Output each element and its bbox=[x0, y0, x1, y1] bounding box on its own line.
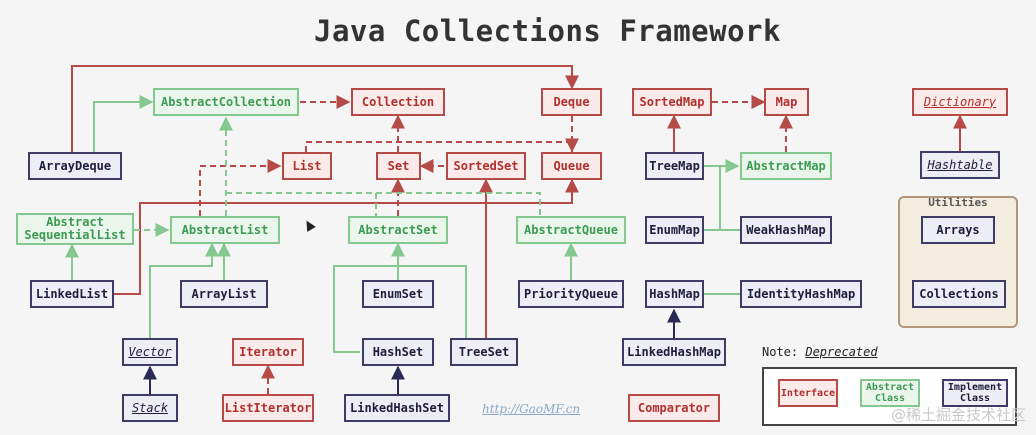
note-deprecated: Deprecated bbox=[805, 345, 878, 359]
utilities-label: Utilities bbox=[928, 196, 988, 209]
node-hashtable: Hashtable bbox=[920, 151, 1000, 179]
edge-arraydeque-abstractcollection bbox=[93, 95, 154, 152]
node-stack: Stack bbox=[122, 394, 178, 422]
node-list-iterator: ListIterator bbox=[222, 394, 314, 422]
node-linked-list: LinkedList bbox=[30, 280, 114, 308]
edge-maps-abstractmap bbox=[704, 166, 740, 295]
node-list: List bbox=[282, 152, 332, 180]
edge-arraydeque-deque bbox=[71, 65, 579, 152]
edge-vector-abstractlist bbox=[149, 242, 219, 338]
node-deque: Deque bbox=[541, 88, 602, 116]
edge-list-queue-collection bbox=[305, 141, 573, 152]
node-comparator: Comparator bbox=[628, 394, 720, 422]
node-array-list: ArrayList bbox=[180, 280, 268, 308]
node-hash-set: HashSet bbox=[362, 338, 434, 366]
node-identity-hash-map: IdentityHashMap bbox=[740, 280, 862, 308]
node-hash-map: HashMap bbox=[645, 280, 704, 308]
node-sorted-map: SortedMap bbox=[632, 88, 712, 116]
node-collection: Collection bbox=[351, 88, 445, 116]
node-vector: Vector bbox=[122, 338, 178, 366]
node-abstract-set: AbstractSet bbox=[348, 216, 448, 244]
node-iterator: Iterator bbox=[232, 338, 304, 366]
node-linked-hash-set: LinkedHashSet bbox=[344, 394, 450, 422]
node-enum-map: EnumMap bbox=[645, 216, 704, 244]
node-abstract-map: AbstractMap bbox=[740, 152, 832, 180]
node-weak-hash-map: WeakHashMap bbox=[740, 216, 832, 244]
node-map: Map bbox=[764, 88, 809, 116]
node-enum-set: EnumSet bbox=[362, 280, 434, 308]
node-sorted-set: SortedSet bbox=[446, 152, 526, 180]
node-abstract-queue: AbstractQueue bbox=[516, 216, 626, 244]
edge-abstractset-queue-abstractcollection bbox=[226, 192, 541, 216]
edge-linkedlist-queue bbox=[114, 178, 579, 295]
node-priority-queue: PriorityQueue bbox=[518, 280, 624, 308]
node-abstract-collection: AbstractCollection bbox=[153, 88, 299, 116]
node-arrays: Arrays bbox=[921, 216, 995, 244]
legend-interface: Interface bbox=[778, 379, 838, 407]
edge-hashset-treeset-abstractset bbox=[333, 265, 467, 353]
node-array-deque: ArrayDeque bbox=[28, 152, 122, 180]
node-queue: Queue bbox=[541, 152, 602, 180]
node-collections: Collections bbox=[912, 280, 1006, 308]
node-abstract-list: AbstractList bbox=[170, 216, 280, 244]
note: Note: Deprecated bbox=[762, 345, 878, 359]
node-tree-map: TreeMap bbox=[645, 152, 704, 180]
source-url[interactable]: http://GaoMF.cn bbox=[482, 402, 581, 416]
edge-abstractlist-list bbox=[199, 159, 282, 216]
node-set: Set bbox=[376, 152, 421, 180]
node-linked-hash-map: LinkedHashMap bbox=[622, 338, 726, 366]
watermark: @稀土掘金技术社区 bbox=[890, 406, 1026, 424]
node-dictionary: Dictionary bbox=[912, 88, 1008, 116]
diagram-title: Java Collections Framework bbox=[314, 14, 781, 48]
node-tree-set: TreeSet bbox=[450, 338, 518, 366]
